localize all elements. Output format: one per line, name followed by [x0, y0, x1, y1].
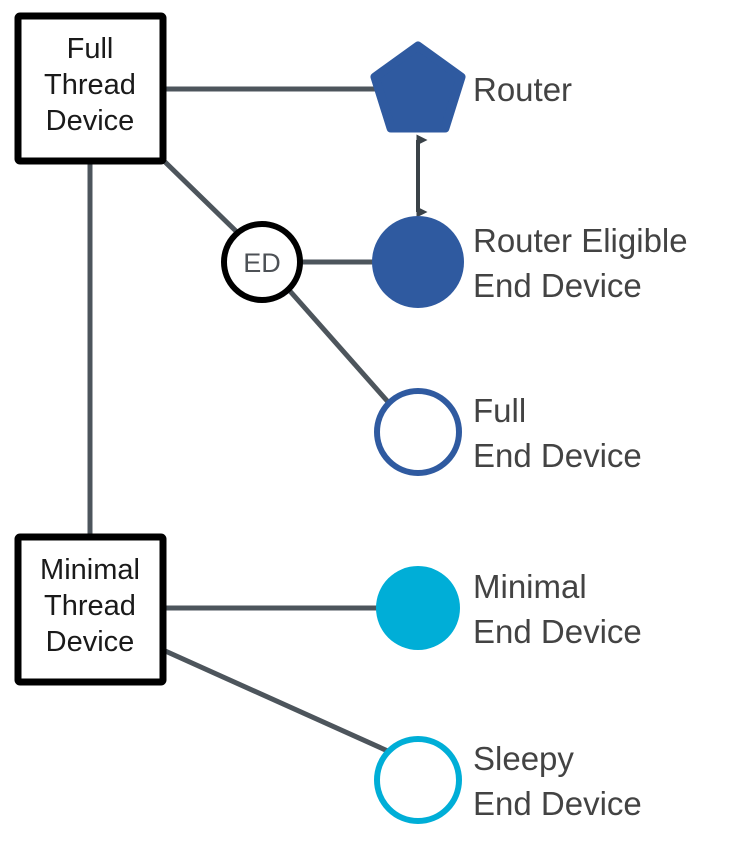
minimal-end-device-label-line1: Minimal [473, 568, 587, 605]
legend-item-router[interactable]: Router [370, 41, 572, 133]
router-pentagon-icon[interactable] [370, 41, 466, 133]
connector-ftd-to-end-device [161, 158, 242, 237]
legend-item-minimal-end-device[interactable]: Minimal End Device [376, 566, 642, 650]
minimal-thread-device-label-line3: Device [46, 626, 135, 658]
full-end-device-label-line1: Full [473, 392, 526, 429]
full-thread-device-label-line2: Thread [44, 69, 136, 101]
full-end-device-circle-icon[interactable] [374, 388, 462, 476]
connector-layer [87, 86, 428, 755]
router-eligible-end-device-circle-icon[interactable] [372, 216, 464, 308]
connector-mtd-to-sleepy-end-device [161, 647, 392, 755]
sleepy-end-device-label-line2: End Device [473, 785, 642, 822]
legend-item-router-eligible-end-device[interactable]: Router Eligible End Device [372, 216, 688, 308]
connector-ed-to-full-end-device [287, 288, 391, 405]
sleepy-end-device-label-line1: Sleepy [473, 740, 574, 777]
node-end-device-hub[interactable]: ED [221, 221, 303, 303]
minimal-end-device-label-line2: End Device [473, 613, 642, 650]
end-device-hub-label: ED [243, 248, 281, 278]
minimal-thread-device-label-line2: Thread [44, 590, 136, 622]
minimal-end-device-circle-icon[interactable] [376, 566, 460, 650]
legend-item-full-end-device[interactable]: Full End Device [374, 388, 642, 476]
router-label-line1: Router [473, 71, 572, 108]
sleepy-end-device-circle-icon[interactable] [374, 736, 462, 824]
legend-item-sleepy-end-device[interactable]: Sleepy End Device [374, 736, 642, 824]
router-eligible-end-device-label-line1: Router Eligible [473, 222, 688, 259]
minimal-thread-device-label-line1: Minimal [40, 554, 140, 586]
router-eligible-end-device-label-line2: End Device [473, 267, 642, 304]
minimal-thread-device-box[interactable] [14, 533, 167, 686]
node-minimal-thread-device[interactable]: Minimal Thread Device [14, 533, 167, 686]
full-thread-device-label-line3: Device [46, 105, 135, 137]
full-thread-device-label-line1: Full [67, 33, 114, 65]
end-device-hub-circle[interactable] [221, 221, 303, 303]
full-thread-device-box[interactable] [14, 12, 167, 165]
full-end-device-label-line2: End Device [473, 437, 642, 474]
node-full-thread-device[interactable]: Full Thread Device [14, 12, 167, 165]
